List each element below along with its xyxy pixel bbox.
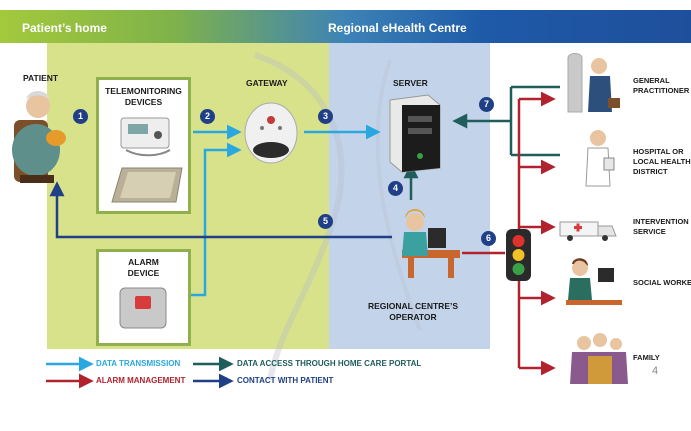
hospital-label-2: LOCAL HEALTH (633, 157, 691, 166)
header-right-title: Regional eHealth Centre (328, 21, 467, 35)
step-2-badge: 2 (200, 109, 215, 124)
legend-alarm-text: ALARM MANAGEMENT (96, 376, 186, 385)
patient-label: PATIENT (23, 73, 59, 83)
gateway-label: GATEWAY (246, 78, 288, 88)
ehealth-centre-area (329, 43, 490, 349)
step-5-badge: 5 (318, 214, 333, 229)
ambulance-icon (559, 221, 617, 241)
gp-label-1: GENERAL (633, 76, 670, 85)
server-label: SERVER (393, 78, 428, 88)
server-icon (389, 94, 441, 173)
doctor-icon (567, 53, 620, 113)
family-icon (570, 333, 628, 384)
step-3-badge: 3 (318, 109, 333, 124)
operator-label-2: OPERATOR (389, 312, 437, 322)
operator-label-1: REGIONAL CENTRE’S (367, 301, 459, 311)
legend-data-access-text: DATA ACCESS THROUGH HOME CARE PORTAL (237, 359, 422, 368)
alarm-device-label-1: ALARM (128, 257, 159, 267)
telemonitoring-label-1: TELEMONITORING (105, 86, 182, 96)
legend-contact-text: CONTACT WITH PATIENT (237, 376, 334, 385)
alarm-pendant-icon (119, 287, 167, 329)
family-label: FAMILY (633, 353, 660, 362)
step-7-badge: 7 (479, 97, 494, 112)
gp-label-2: PRACTITIONER (633, 86, 690, 95)
scale-device-icon (111, 167, 183, 203)
traffic-light-icon (506, 229, 531, 281)
social-worker-label: SOCIAL WORKER (633, 278, 691, 287)
hospital-label-1: HOSPITAL OR (633, 147, 684, 156)
header-left-title: Patient’s home (22, 21, 107, 35)
telemonitoring-label-2: DEVICES (124, 97, 163, 107)
hospital-doctor-icon (585, 130, 615, 187)
intervention-label-2: SERVICE (633, 227, 666, 236)
patient-icon (12, 91, 66, 183)
header-bar (0, 10, 691, 43)
page-number: 4 (652, 365, 659, 377)
blood-pressure-device-icon (120, 117, 171, 157)
gateway-device-icon (244, 102, 298, 164)
arrow-alarm-to-gateway (191, 142, 242, 297)
operator-icon (402, 209, 460, 278)
step-6-badge: 6 (481, 231, 496, 246)
arrow-contact-patient (49, 181, 392, 239)
social-worker-icon (566, 258, 622, 305)
alarm-device-label-2: DEVICE (127, 268, 160, 278)
step-1-badge: 1 (73, 109, 88, 124)
intervention-label-1: INTERVENTION (633, 217, 689, 226)
step-4-badge: 4 (388, 181, 403, 196)
legend-data-transmission-text: DATA TRANSMISSION (96, 359, 181, 368)
hospital-label-3: DISTRICT (633, 167, 668, 176)
